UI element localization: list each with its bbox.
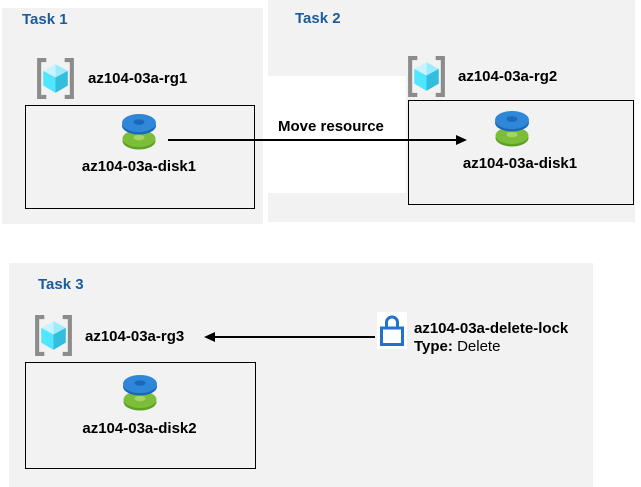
lock-icon xyxy=(377,312,407,349)
move-resource-arrow-line xyxy=(168,139,458,141)
task3-resource-group-label: az104-03a-rg3 xyxy=(85,328,185,345)
lock-label: az104-03a-delete-lock Type: Delete xyxy=(414,320,568,356)
resource-group-icon xyxy=(33,56,78,101)
task1-title: Task 1 xyxy=(22,11,68,28)
lock-type-label: Type: xyxy=(414,338,453,355)
lock-name: az104-03a-delete-lock xyxy=(414,320,569,337)
move-resource-label: Move resource xyxy=(278,118,384,135)
task2-resource-group-label: az104-03a-rg2 xyxy=(458,68,558,85)
task2-resource-box xyxy=(408,100,634,205)
lock-type-line: Type: Delete xyxy=(414,338,568,356)
lock-arrow-line xyxy=(212,336,375,338)
task3-panel xyxy=(9,263,593,487)
task1-resource-group-label: az104-03a-rg1 xyxy=(88,70,188,87)
resource-group-icon xyxy=(404,54,449,99)
lock-type-value: Delete xyxy=(457,338,501,355)
task3-resource-box xyxy=(25,362,256,469)
lock-arrowhead xyxy=(204,332,215,342)
disk-icon xyxy=(116,372,164,414)
move-resource-arrowhead xyxy=(456,135,467,145)
task3-disk-label: az104-03a-disk2 xyxy=(82,420,197,437)
task2-disk-label: az104-03a-disk1 xyxy=(462,155,578,172)
move-resource-label-background xyxy=(266,76,406,193)
task2-title: Task 2 xyxy=(295,10,341,27)
task1-resource-box xyxy=(25,105,255,209)
task1-disk-label: az104-03a-disk1 xyxy=(81,158,197,175)
disk-icon xyxy=(115,111,163,153)
resource-group-icon xyxy=(31,313,76,358)
disk-icon xyxy=(488,108,536,150)
task3-title: Task 3 xyxy=(38,276,84,293)
